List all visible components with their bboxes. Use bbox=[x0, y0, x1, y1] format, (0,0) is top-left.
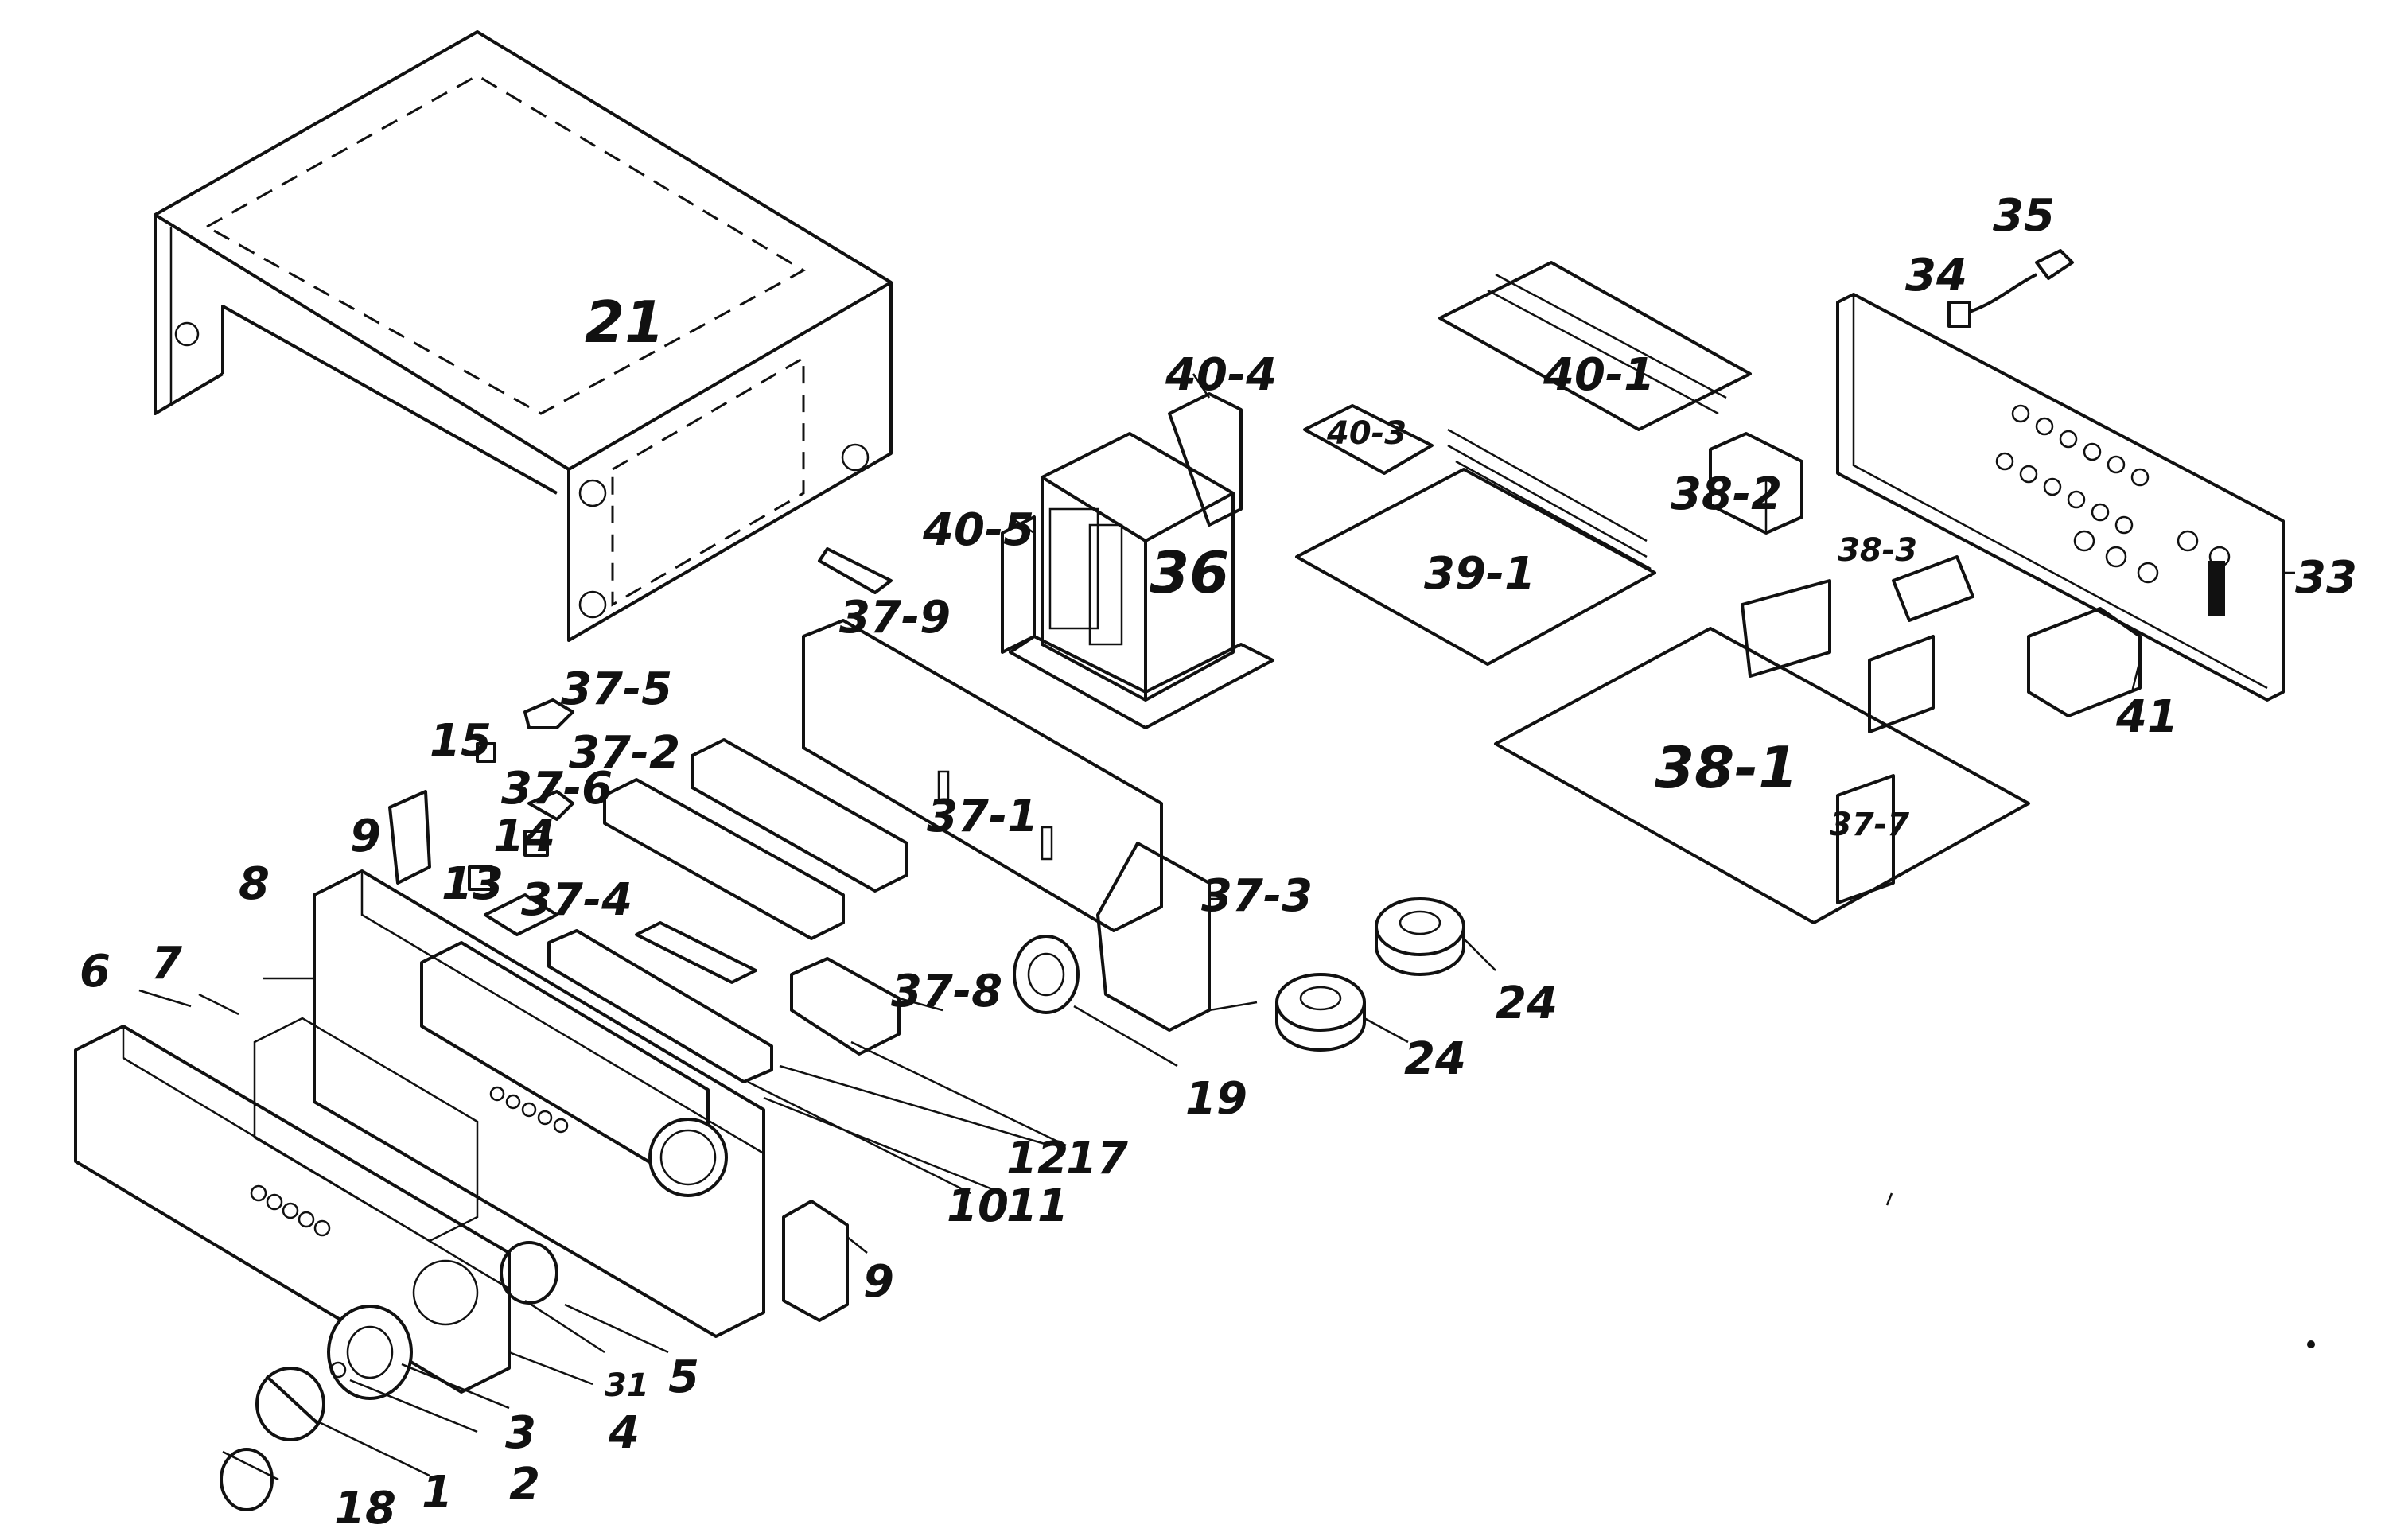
label-3: 3 bbox=[505, 1407, 536, 1459]
part-19-volume-pot bbox=[1013, 935, 1080, 1014]
label-31: 31 bbox=[605, 1367, 649, 1404]
label-24b: 24 bbox=[1404, 1033, 1466, 1085]
leader-lines bbox=[138, 373, 2295, 1481]
label-10: 10 bbox=[947, 1180, 1009, 1232]
part-36-transformer bbox=[1001, 392, 1274, 729]
label-37-9: 37-9 bbox=[839, 592, 951, 644]
part-38-2-module bbox=[1709, 432, 1803, 535]
label-37-4: 37-4 bbox=[521, 874, 632, 926]
label-14: 14 bbox=[493, 811, 555, 862]
part-40-1-board bbox=[1438, 261, 1752, 431]
label-37-5: 37-5 bbox=[561, 663, 672, 715]
part-6-front-trim bbox=[74, 1017, 511, 1394]
label-7: 7 bbox=[151, 938, 182, 990]
label-37-1: 37-1 bbox=[927, 791, 1038, 842]
label-35: 35 bbox=[1993, 190, 2055, 242]
callout-labels: 21 40-4 40-5 36 40-1 40-3 39-1 38-2 38-3… bbox=[80, 190, 2357, 1534]
label-34: 34 bbox=[1905, 250, 1967, 301]
label-8: 8 bbox=[239, 858, 270, 910]
label-40-3: 40-3 bbox=[1326, 415, 1406, 452]
part-39-1-board bbox=[1295, 404, 1656, 666]
label-24a: 24 bbox=[1496, 978, 1558, 1029]
label-19: 19 bbox=[1185, 1073, 1247, 1125]
small-parts-cluster bbox=[388, 698, 574, 936]
label-38-1: 38-1 bbox=[1655, 734, 1798, 801]
front-buttons bbox=[489, 1086, 569, 1134]
label-36: 36 bbox=[1150, 539, 1229, 606]
part-33-rear-panel bbox=[1836, 293, 2285, 702]
label-38-3: 38-3 bbox=[1838, 532, 1917, 569]
label-17: 17 bbox=[1066, 1133, 1128, 1184]
part-knobs bbox=[220, 1241, 558, 1511]
trim-buttons bbox=[250, 1184, 331, 1237]
part-34-35-power-cord bbox=[1947, 249, 2074, 328]
label-9a: 9 bbox=[350, 811, 381, 862]
part-24-foot-b bbox=[1275, 973, 1366, 1052]
label-37-8: 37-8 bbox=[891, 966, 1002, 1017]
label-37-6: 37-6 bbox=[501, 763, 613, 815]
label-18: 18 bbox=[334, 1483, 396, 1534]
label-11: 11 bbox=[1006, 1180, 1068, 1232]
part-37-1-front-board bbox=[603, 547, 1163, 940]
label-4: 4 bbox=[608, 1407, 640, 1459]
label-6: 6 bbox=[80, 946, 111, 998]
part-bars-10-11-12-17 bbox=[547, 921, 773, 1083]
part-9-bracket bbox=[782, 1200, 849, 1322]
label-12: 12 bbox=[1006, 1133, 1068, 1184]
label-5: 5 bbox=[668, 1351, 699, 1403]
part-37-3-side-board bbox=[790, 842, 1211, 1056]
label-1: 1 bbox=[422, 1467, 453, 1519]
label-38-2: 38-2 bbox=[1671, 469, 1782, 520]
label-9b: 9 bbox=[863, 1256, 894, 1308]
part-24-foot-a bbox=[1375, 897, 1465, 976]
label-41: 41 bbox=[2115, 691, 2178, 743]
stray-dot bbox=[2307, 1340, 2315, 1348]
label-40-4: 40-4 bbox=[1165, 349, 1277, 401]
label-33: 33 bbox=[2295, 552, 2357, 604]
label-39-1: 39-1 bbox=[1424, 548, 1535, 600]
label-37-2: 37-2 bbox=[569, 727, 680, 779]
stray-mark bbox=[1885, 1192, 1893, 1206]
label-15: 15 bbox=[430, 715, 492, 767]
label-40-1: 40-1 bbox=[1543, 349, 1655, 401]
part-8-front-chassis bbox=[313, 869, 765, 1338]
rear-panel-jacks bbox=[1995, 404, 2231, 584]
label-2: 2 bbox=[509, 1459, 540, 1511]
label-21: 21 bbox=[585, 289, 664, 356]
label-37-3: 37-3 bbox=[1201, 870, 1313, 922]
part-21-top-cover bbox=[154, 30, 893, 642]
part-38-1-main-board bbox=[1494, 555, 2142, 924]
label-37-7: 37-7 bbox=[1830, 807, 1909, 843]
label-40-5: 40-5 bbox=[922, 504, 1034, 556]
label-13: 13 bbox=[442, 858, 504, 910]
